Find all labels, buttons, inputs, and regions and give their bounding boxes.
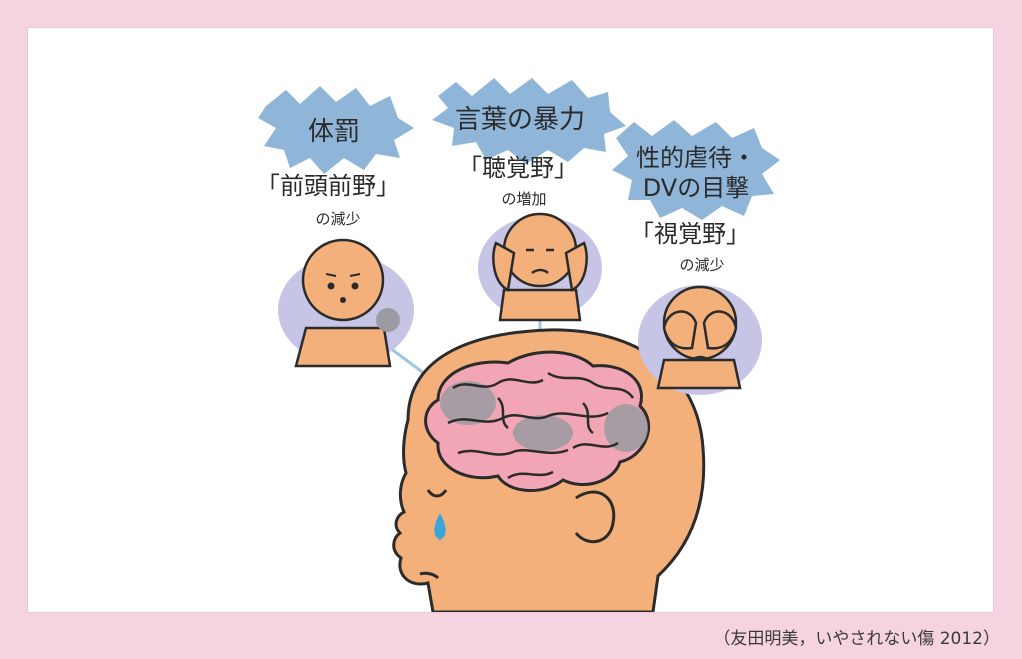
verbal-title: 言葉の暴力 — [455, 105, 585, 135]
brain — [426, 352, 649, 490]
figure-sexual — [638, 285, 762, 395]
auditory-damage — [513, 415, 573, 451]
sexual-effect: の減少 — [679, 256, 724, 274]
figure-verbal — [478, 214, 602, 320]
sexual-title-line2: DVの目撃 — [643, 174, 749, 202]
sexual-title-line1: 性的虐待・ — [636, 144, 756, 172]
bruise-icon — [376, 308, 400, 332]
corporal-effect: の減少 — [315, 210, 360, 228]
visual-damage — [604, 404, 648, 452]
figure-corporal — [278, 240, 414, 366]
verbal-effect: の増加 — [501, 190, 546, 208]
illustration-panel: 体罰 「前頭前野」 の減少 言葉の暴力 「聴覚野」 の増加 性的虐待・ DVの目… — [28, 28, 993, 612]
verbal-region: 「聴覚野」 — [458, 154, 578, 182]
corporal-region: 「前頭前野」 — [256, 172, 400, 200]
brain-abuse-illustration: 体罰 「前頭前野」 の減少 言葉の暴力 「聴覚野」 の増加 性的虐待・ DVの目… — [28, 28, 993, 612]
sexual-region: 「視覚野」 — [630, 220, 750, 248]
source-caption: （友田明美，いやされない傷 2012） — [713, 624, 1000, 649]
corporal-title: 体罰 — [308, 117, 360, 147]
